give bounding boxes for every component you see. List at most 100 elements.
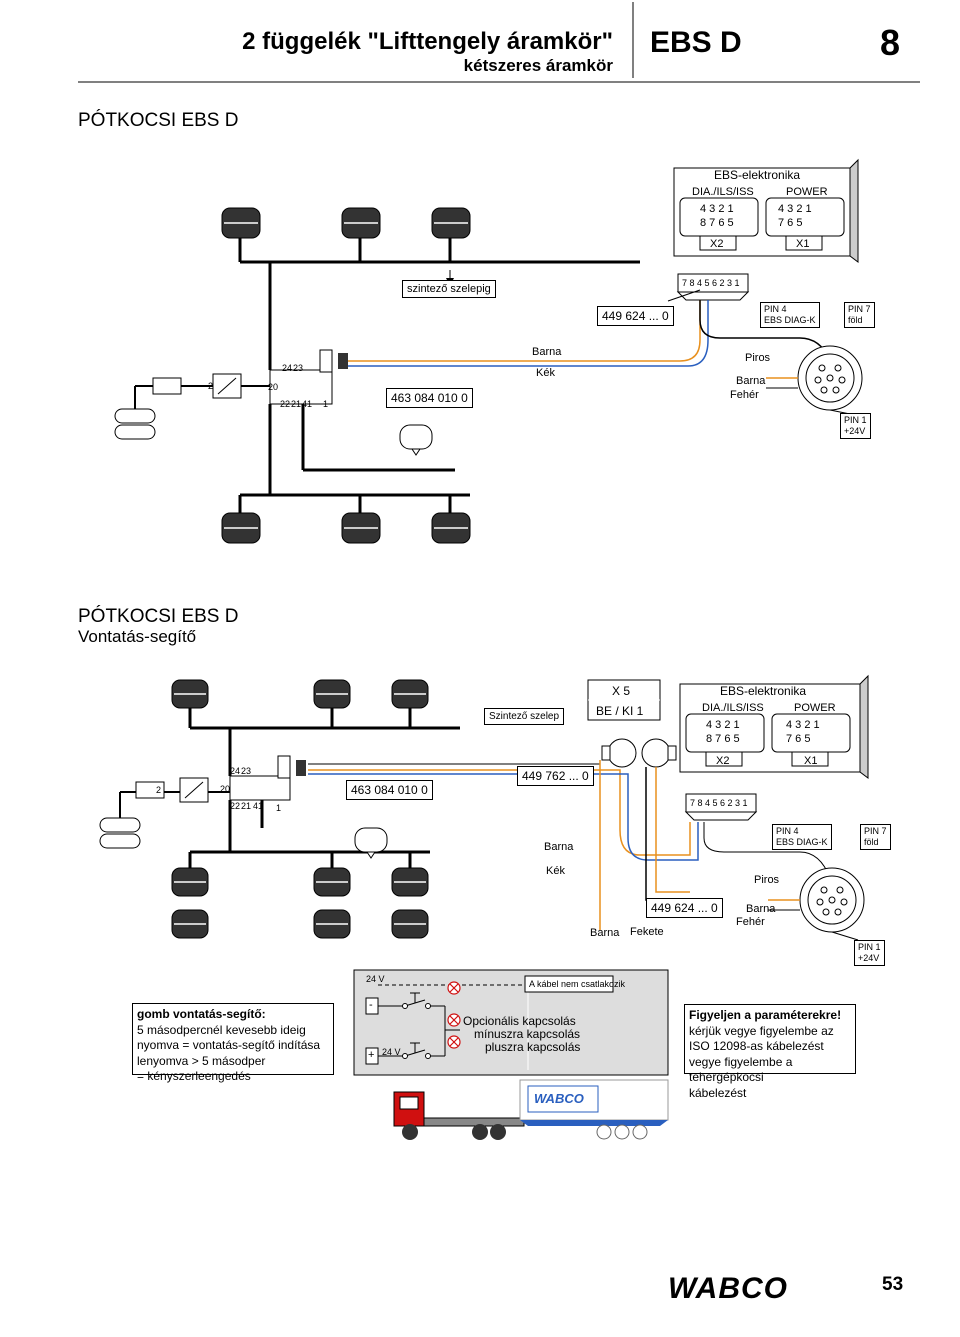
section2-subtitle: Vontatás-segítő xyxy=(78,627,197,646)
s1-port-24: 24 xyxy=(282,363,293,373)
s1-piros: Piros xyxy=(745,352,771,364)
param-note-line3: vegye figyelembe a tehergépkocsi xyxy=(689,1054,793,1085)
tow-note-line3: lenyomva > 5 másodper xyxy=(137,1053,266,1068)
s1-port-23: 23 xyxy=(293,363,304,373)
s2-szintezo-label: Szintező szelep xyxy=(484,708,565,725)
panel-cable-note: A kábel nem csatlakozik xyxy=(529,979,626,989)
s2-barna-b: Barna xyxy=(590,927,620,939)
s2-pin4: PIN 4 xyxy=(776,826,799,836)
s2-power-label: POWER xyxy=(794,702,836,714)
s2-port-24: 24 xyxy=(230,766,241,776)
s1-power-label: POWER xyxy=(786,186,828,198)
s1-24v: +24V xyxy=(844,425,866,436)
s1-port-22: 22 xyxy=(280,399,291,409)
s2-port-21: 21 xyxy=(241,801,252,811)
s2-barna: Barna xyxy=(544,841,574,853)
s1-szintezo-label: szintező szelepig xyxy=(402,280,496,298)
s2-x2-pins-top: 4 3 2 1 xyxy=(706,719,740,731)
tow-note-title: gomb vontatás-segítő: xyxy=(137,1007,266,1021)
s1-port-41: 41 xyxy=(302,399,313,409)
s1-pin4-box: PIN 4 EBS DIAG-K xyxy=(760,302,820,328)
s2-ebs-diag: EBS DIAG-K xyxy=(776,836,828,847)
page-title: 2 függelék "Lifttengely áramkör" xyxy=(242,28,613,55)
s2-port-1: 1 xyxy=(276,803,282,813)
s1-port-20: 20 xyxy=(268,382,279,392)
s2-be-ki: BE / KI 1 xyxy=(596,704,644,718)
s2-feher: Fehér xyxy=(736,916,765,928)
s2-pin4-box: PIN 4 EBS DIAG-K xyxy=(772,824,832,850)
s1-x2-pins-bottom: 8 7 6 5 xyxy=(700,217,734,229)
s2-x5-label: X 5 xyxy=(612,684,631,698)
s1-port-1: 1 xyxy=(323,399,329,409)
s1-pin1: PIN 1 xyxy=(844,415,867,425)
s2-cable-762: 449 762 ... 0 xyxy=(517,766,594,786)
s2-port-20: 20 xyxy=(220,784,231,794)
s1-pin1-box: PIN 1 +24V xyxy=(840,413,871,439)
s2-cable-624: 449 624 ... 0 xyxy=(646,898,723,918)
s1-kek: Kék xyxy=(536,367,555,379)
tow-assist-note: gomb vontatás-segítő: 5 másodpercnél kev… xyxy=(132,1003,334,1083)
s1-valve-part: 463 084 010 0 xyxy=(386,388,473,408)
s2-port-22: 22 xyxy=(230,801,241,811)
page-number: 53 xyxy=(882,1274,904,1295)
s1-x1-pins-top: 4 3 2 1 xyxy=(778,203,812,215)
panel-opt-title: Opcionális kapcsolás xyxy=(463,1014,576,1028)
panel-24v-bottom: 24 V xyxy=(382,1047,401,1057)
parameter-note: Figyeljen a paraméterekre! kérjük vegye … xyxy=(684,1004,856,1100)
s1-ebs-diag: EBS DIAG-K xyxy=(764,314,816,325)
panel-plus: + xyxy=(368,1049,375,1061)
s2-port-41: 41 xyxy=(253,801,264,811)
s1-pin7-box: PIN 7 föld xyxy=(844,302,875,328)
s2-fold: föld xyxy=(864,836,879,847)
s2-x1-pins-top: 4 3 2 1 xyxy=(786,719,820,731)
s2-pin7: PIN 7 xyxy=(864,826,887,836)
s2-connector-pins: 7 8 4 5 6 2 3 1 xyxy=(690,798,748,808)
s1-feher: Fehér xyxy=(730,389,759,401)
param-note-title: Figyeljen a paraméterekre! xyxy=(689,1008,842,1022)
s2-pin1-box: PIN 1 +24V xyxy=(854,940,885,966)
panel-minus: - xyxy=(369,999,373,1011)
chapter-number: 8 xyxy=(880,22,901,63)
s2-pin1: PIN 1 xyxy=(858,942,881,952)
s1-connector-pins: 7 8 4 5 6 2 3 1 xyxy=(682,278,740,288)
doc-name: EBS D xyxy=(650,26,742,59)
s1-ecu-title: EBS-elektronika xyxy=(714,168,801,182)
s2-piros: Piros xyxy=(754,874,780,886)
s1-pin4: PIN 4 xyxy=(764,304,787,314)
s1-x1-pins-bottom: 7 6 5 xyxy=(778,217,803,229)
s1-x2-pins-top: 4 3 2 1 xyxy=(700,203,734,215)
tow-note-line1: 5 másodpercnél kevesebb ideig xyxy=(137,1022,306,1037)
panel-24v-top: 24 V xyxy=(366,974,385,984)
page-subtitle: kétszeres áramkör xyxy=(463,56,613,75)
param-note-line4: kábelezést xyxy=(689,1085,747,1100)
s1-port-21: 21 xyxy=(291,399,302,409)
param-note-line2: ISO 12098-as kábelezést xyxy=(689,1039,824,1054)
s2-x2-label: X2 xyxy=(716,755,730,767)
s2-valve-part: 463 084 010 0 xyxy=(346,780,433,800)
s2-barna-c: Barna xyxy=(746,903,776,915)
s2-pin7-box: PIN 7 föld xyxy=(860,824,891,850)
s2-fekete: Fekete xyxy=(630,926,664,938)
s2-ecu-title: EBS-elektronika xyxy=(720,684,807,698)
section2-title: PÓTKOCSI EBS D xyxy=(78,606,239,627)
panel-opt-minus: mínuszra kapcsolás xyxy=(474,1027,581,1041)
section1-title: PÓTKOCSI EBS D xyxy=(78,110,239,131)
panel-opt-plus: pluszra kapcsolás xyxy=(485,1040,581,1054)
s1-barna: Barna xyxy=(532,346,562,358)
s2-x2-pins-bottom: 8 7 6 5 xyxy=(706,733,740,745)
s1-x1-label: X1 xyxy=(796,238,810,250)
tow-note-line2: nyomva = vontatás-segítő indítása xyxy=(137,1038,321,1053)
s1-cable-449: 449 624 ... 0 xyxy=(597,306,674,326)
s1-barna2: Barna xyxy=(736,375,766,387)
s2-kek: Kék xyxy=(546,865,565,877)
s2-24v: +24V xyxy=(858,952,880,963)
s1-diag-label: DIA./ILS/ISS xyxy=(692,186,754,198)
s1-x2-label: X2 xyxy=(710,238,724,250)
s2-x1-pins-bottom: 7 6 5 xyxy=(786,733,811,745)
trailer-logo: WABCO xyxy=(534,1091,584,1106)
s1-fold: föld xyxy=(848,314,863,325)
tow-note-line4: = kényszerleengedés xyxy=(137,1069,251,1084)
s2-x1-label: X1 xyxy=(804,755,818,767)
s1-pin7: PIN 7 xyxy=(848,304,871,314)
